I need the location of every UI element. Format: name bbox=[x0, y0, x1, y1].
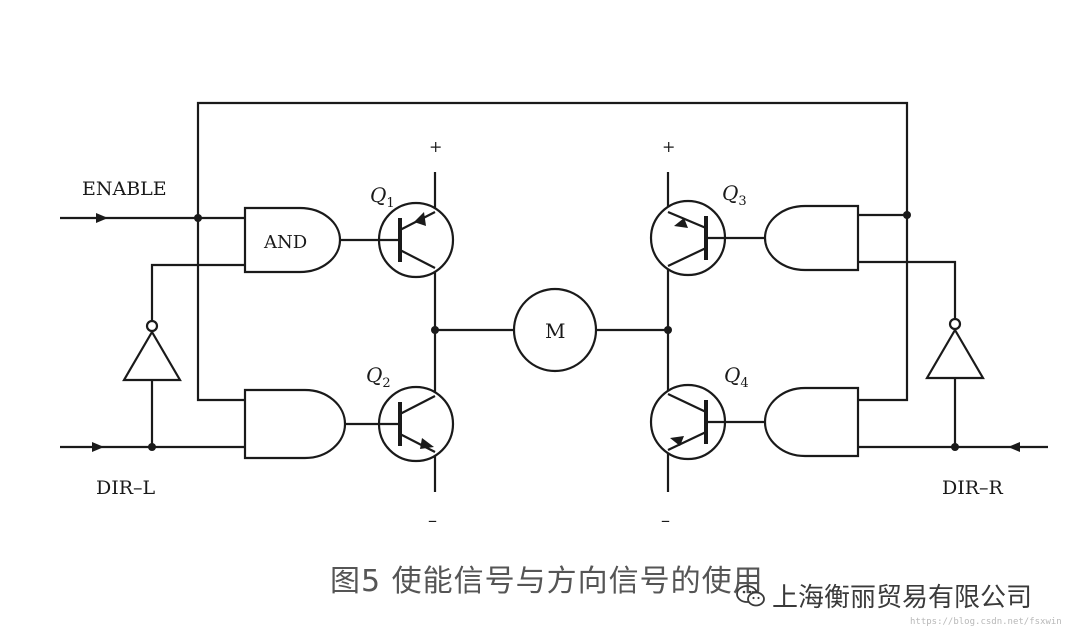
junction-dot bbox=[903, 211, 911, 219]
junction-dot bbox=[194, 214, 202, 222]
labels: ENABLE DIR–L DIR–R AND M Q1 Q2 Q3 Q4 + +… bbox=[82, 137, 1004, 531]
inverter-right-bubble bbox=[948, 317, 962, 331]
junction-dot bbox=[951, 443, 959, 451]
input-arrows bbox=[92, 213, 1020, 452]
inverter-left-bubble bbox=[145, 319, 159, 333]
minus-right-label: – bbox=[661, 510, 670, 531]
watermark-url: https://blog.csdn.net/fsxwin bbox=[910, 617, 1062, 627]
watermark: 上海衡丽贸易有限公司 bbox=[736, 577, 1032, 614]
transistor-q3 bbox=[649, 199, 727, 277]
junction-dot bbox=[148, 443, 156, 451]
dir-left-label: DIR–L bbox=[96, 477, 156, 499]
enable-left-down-wire bbox=[196, 218, 245, 402]
minus-left-label: – bbox=[428, 510, 437, 531]
junction-dot bbox=[664, 326, 672, 334]
q3-label: Q3 bbox=[722, 181, 747, 209]
q2-label: Q2 bbox=[366, 363, 391, 391]
q1-label: Q1 bbox=[370, 183, 395, 211]
transistors bbox=[377, 199, 727, 463]
dir-right-inverter-out-wire bbox=[858, 260, 957, 330]
junction-dot bbox=[431, 326, 439, 334]
junctions bbox=[148, 211, 959, 451]
enable-label: ENABLE bbox=[82, 178, 167, 200]
dir-right-label: DIR–R bbox=[942, 477, 1004, 499]
wechat-icon bbox=[736, 584, 765, 606]
transistor-q2 bbox=[377, 385, 455, 463]
dir-left-arrow-icon bbox=[92, 442, 104, 452]
q4-label: Q4 bbox=[724, 363, 749, 391]
and-gate-top-right bbox=[763, 204, 860, 272]
transistor-q1 bbox=[377, 201, 455, 279]
enable-arrow-icon bbox=[96, 213, 108, 223]
motor-label: M bbox=[545, 319, 565, 343]
plus-left-label: + bbox=[429, 137, 442, 156]
dir-left-inverter-out-wire bbox=[150, 263, 245, 330]
inverter-left bbox=[122, 329, 182, 382]
inverter-right bbox=[925, 327, 985, 380]
figure-caption: 图5 使能信号与方向信号的使用 bbox=[330, 564, 764, 599]
and-gates bbox=[243, 204, 860, 460]
and-gate-label: AND bbox=[263, 232, 307, 253]
enable-bus-wire bbox=[196, 101, 909, 218]
watermark-text: 上海衡丽贸易有限公司 bbox=[772, 583, 1033, 613]
plus-right-label: + bbox=[662, 137, 675, 156]
enable-right-down-wire bbox=[858, 215, 909, 402]
transistor-q4 bbox=[649, 383, 727, 461]
and-gate-bottom-left bbox=[243, 388, 347, 460]
and-gate-top-left bbox=[243, 206, 342, 274]
motor bbox=[512, 287, 598, 373]
and-gate-bottom-right bbox=[763, 386, 860, 458]
dir-right-arrow-icon bbox=[1008, 442, 1020, 452]
inverters bbox=[122, 317, 985, 382]
